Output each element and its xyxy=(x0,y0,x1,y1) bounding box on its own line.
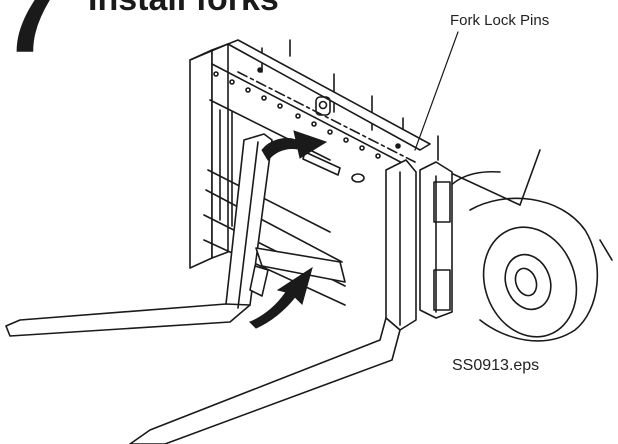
lower-arrow xyxy=(249,266,313,329)
upper-arrow xyxy=(261,130,328,161)
wheel xyxy=(439,149,613,342)
carriage-frame xyxy=(189,43,416,306)
left-fork xyxy=(5,133,273,337)
file-reference: SS0913.eps xyxy=(452,357,540,374)
lower-carriage-bar xyxy=(249,247,346,297)
step-title: Install forks xyxy=(88,0,279,16)
fork-lock-pins-label: Fork Lock Pins xyxy=(450,12,550,29)
direction-arrows xyxy=(249,130,328,329)
carriage-top-bar xyxy=(213,39,431,163)
right-fork xyxy=(129,159,417,444)
right-fork-hanger xyxy=(419,161,453,319)
cylinder xyxy=(302,151,365,183)
step-number: 7 xyxy=(0,0,65,77)
callout-leader-line xyxy=(414,31,459,151)
